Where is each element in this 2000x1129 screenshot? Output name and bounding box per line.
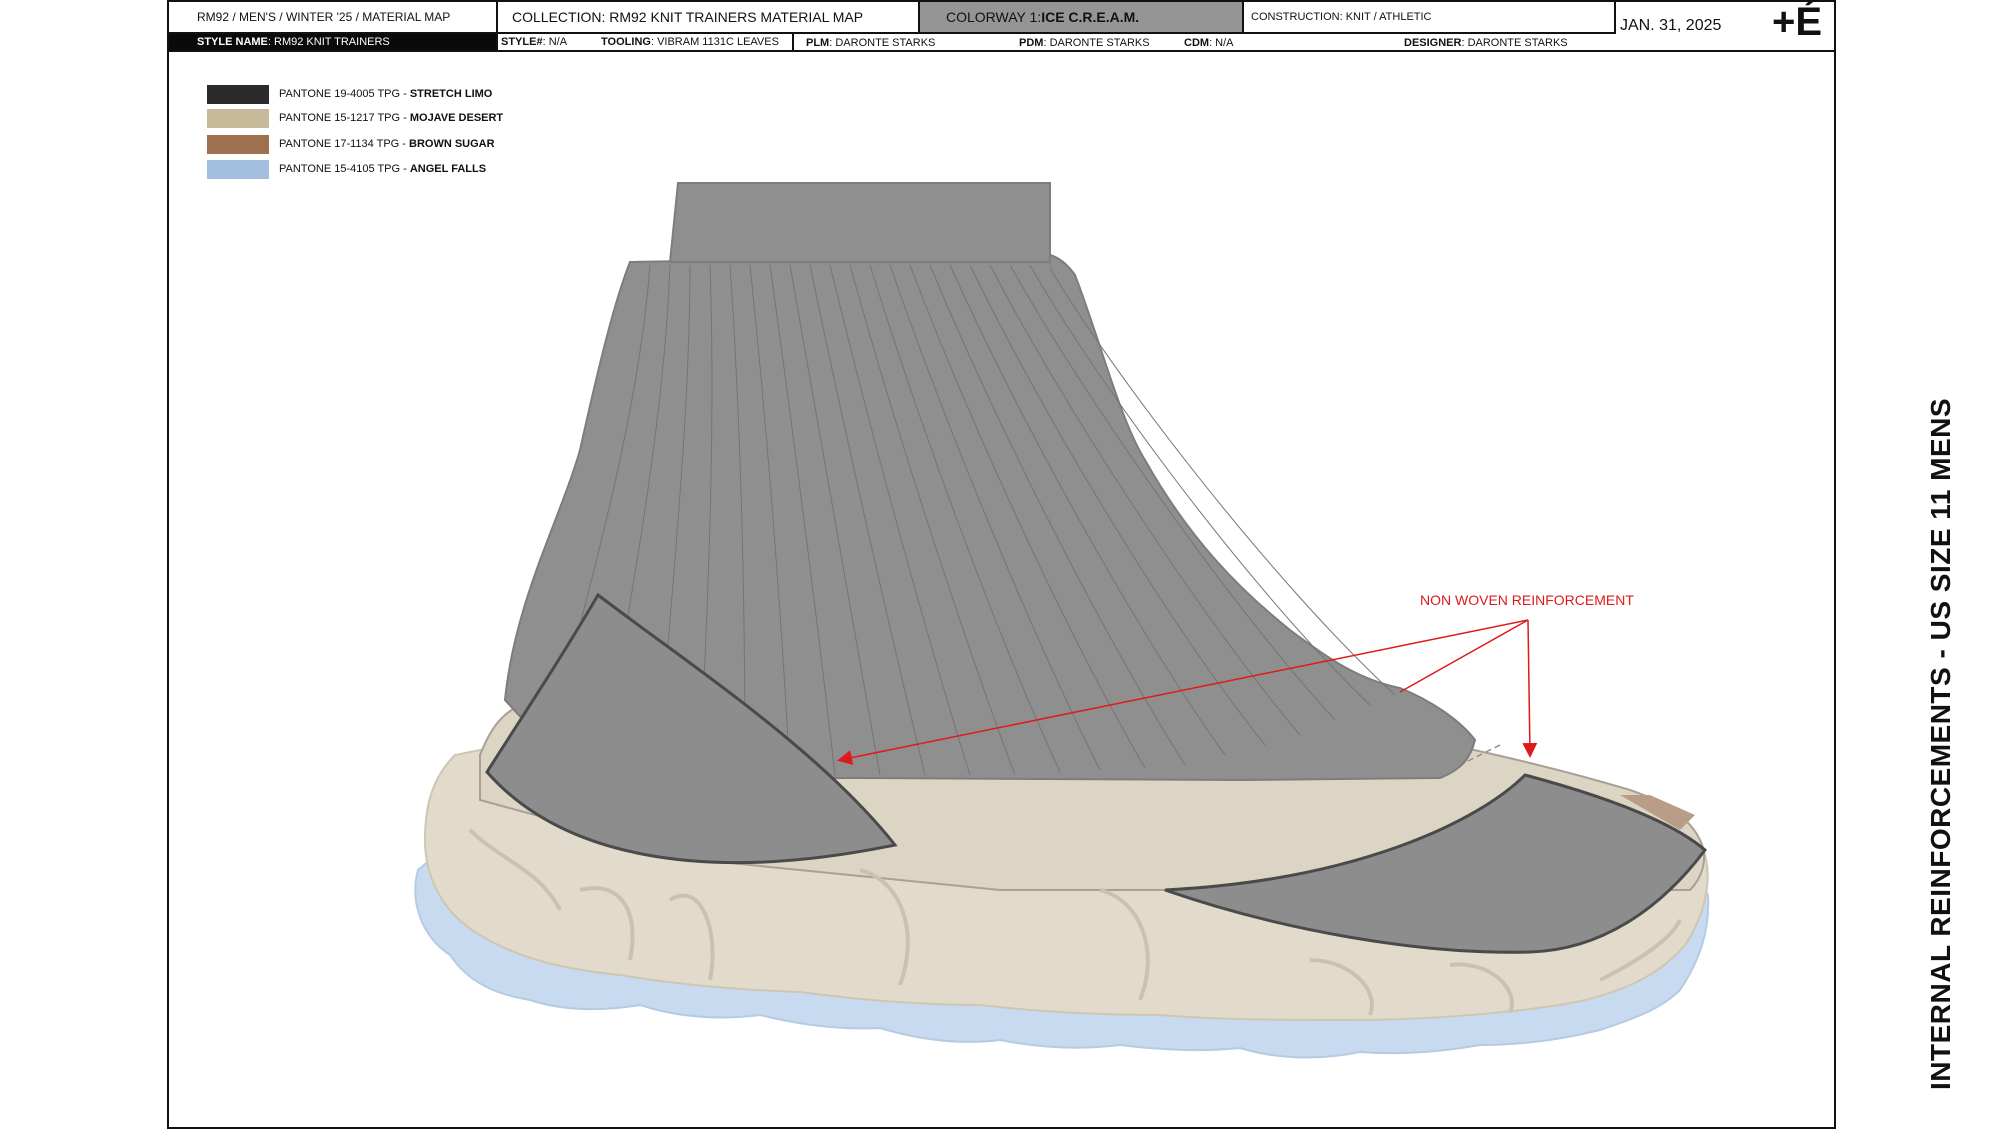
toe-tip (1620, 795, 1695, 830)
style-no-label: STYLE# (501, 36, 543, 48)
tooling-value: : VIBRAM 1131C LEAVES (650, 36, 779, 48)
designer-value: : DARONTE STARKS (1461, 37, 1568, 49)
swatch-label: PANTONE 19-4005 TPG - STRETCH LIMO (279, 88, 492, 100)
side-title: INTERNAL REINFORCEMENTS - US SIZE 11 MEN… (1925, 397, 1956, 1090)
pantone-code: PANTONE 15-1217 TPG - (279, 112, 410, 124)
swatch-mojave-desert (207, 108, 269, 128)
pantone-name: BROWN SUGAR (409, 138, 495, 150)
pantone-name: ANGEL FALLS (409, 163, 487, 175)
swatch-label: PANTONE 17-1134 TPG - BROWN SUGAR (279, 138, 495, 150)
palette-item-mojave-desert: PANTONE 15-1217 TPG - MOJAVE DESERT (207, 108, 503, 128)
style-tooling-cell: STYLE#: N/A TOOLING: VIBRAM 1131C LEAVES (498, 34, 794, 52)
collection-title: COLLECTION: RM92 KNIT TRAINERS MATERIAL … (498, 2, 920, 34)
date-cell: JAN. 31, 2025 +É (1616, 2, 1836, 52)
callout-label: NON WOVEN REINFORCEMENT (1420, 592, 1634, 608)
toe-reinforcement (1164, 773, 1708, 954)
breadcrumb-text: RM92 / MEN'S / WINTER '25 / MATERIAL MAP (197, 10, 451, 24)
swatch-angel-falls (207, 159, 269, 179)
designer-field: DESIGNER: DARONTE STARKS (1404, 34, 1568, 52)
style-name-value: : RM92 KNIT TRAINERS (267, 36, 390, 48)
plm-label: PLM (806, 37, 830, 49)
plm-value: : DARONTE STARKS (829, 37, 936, 49)
cdm-field: CDM: N/A (1184, 34, 1234, 52)
pantone-name: STRETCH LIMO (409, 88, 493, 100)
colorway-name: ICE C.R.E.A.M. (1041, 9, 1140, 25)
construction-cell: CONSTRUCTION: KNIT / ATHLETIC (1244, 2, 1616, 34)
style-name-cell: STYLE NAME: RM92 KNIT TRAINERS (169, 34, 498, 52)
pantone-code: PANTONE 19-4005 TPG - (279, 88, 410, 100)
pdm-value: : DARONTE STARKS (1043, 37, 1150, 49)
swatch-stretch-limo (207, 84, 269, 104)
plm-field: PLM: DARONTE STARKS (806, 34, 935, 52)
palette-item-brown-sugar: PANTONE 17-1134 TPG - BROWN SUGAR (207, 134, 495, 154)
collection-text: COLLECTION: RM92 KNIT TRAINERS MATERIAL … (512, 9, 864, 25)
style-no-value: : N/A (542, 36, 568, 48)
tooling-label: TOOLING (601, 36, 651, 48)
breadcrumb: RM92 / MEN'S / WINTER '25 / MATERIAL MAP (169, 2, 498, 34)
pdm-field: PDM: DARONTE STARKS (1019, 34, 1150, 52)
callout-arrow-toe (1522, 619, 1538, 758)
swatch-brown-sugar (207, 134, 269, 154)
swatch-label: PANTONE 15-4105 TPG - ANGEL FALLS (279, 163, 486, 175)
callout-arrow-heel (837, 619, 1529, 765)
colorway-prefix: COLORWAY 1: (946, 9, 1042, 25)
style-name-label: STYLE NAME (197, 36, 268, 48)
callout-line (1399, 619, 1529, 693)
designer-label: DESIGNER (1404, 37, 1462, 49)
palette-item-stretch-limo: PANTONE 19-4005 TPG - STRETCH LIMO (207, 84, 492, 104)
cdm-label: CDM (1184, 37, 1210, 49)
pantone-code: PANTONE 15-4105 TPG - (279, 163, 410, 175)
date-text: JAN. 31, 2025 (1620, 17, 1722, 34)
pdm-label: PDM (1019, 37, 1044, 49)
colorway-cell: COLORWAY 1: ICE C.R.E.A.M. (920, 2, 1244, 34)
construction-text: CONSTRUCTION: KNIT / ATHLETIC (1251, 11, 1432, 23)
pantone-code: PANTONE 17-1134 TPG - (279, 138, 410, 150)
heel-reinforcement (485, 592, 898, 864)
palette-item-angel-falls: PANTONE 15-4105 TPG - ANGEL FALLS (207, 159, 486, 179)
knit-collar (668, 182, 1051, 263)
team-cell (794, 34, 1616, 52)
brand-logo: +É (1771, 2, 1822, 44)
pantone-name: MOJAVE DESERT (409, 112, 504, 124)
cdm-value: : N/A (1209, 37, 1234, 49)
sole-lugs (468, 828, 1682, 1016)
swatch-label: PANTONE 15-1217 TPG - MOJAVE DESERT (279, 112, 503, 124)
